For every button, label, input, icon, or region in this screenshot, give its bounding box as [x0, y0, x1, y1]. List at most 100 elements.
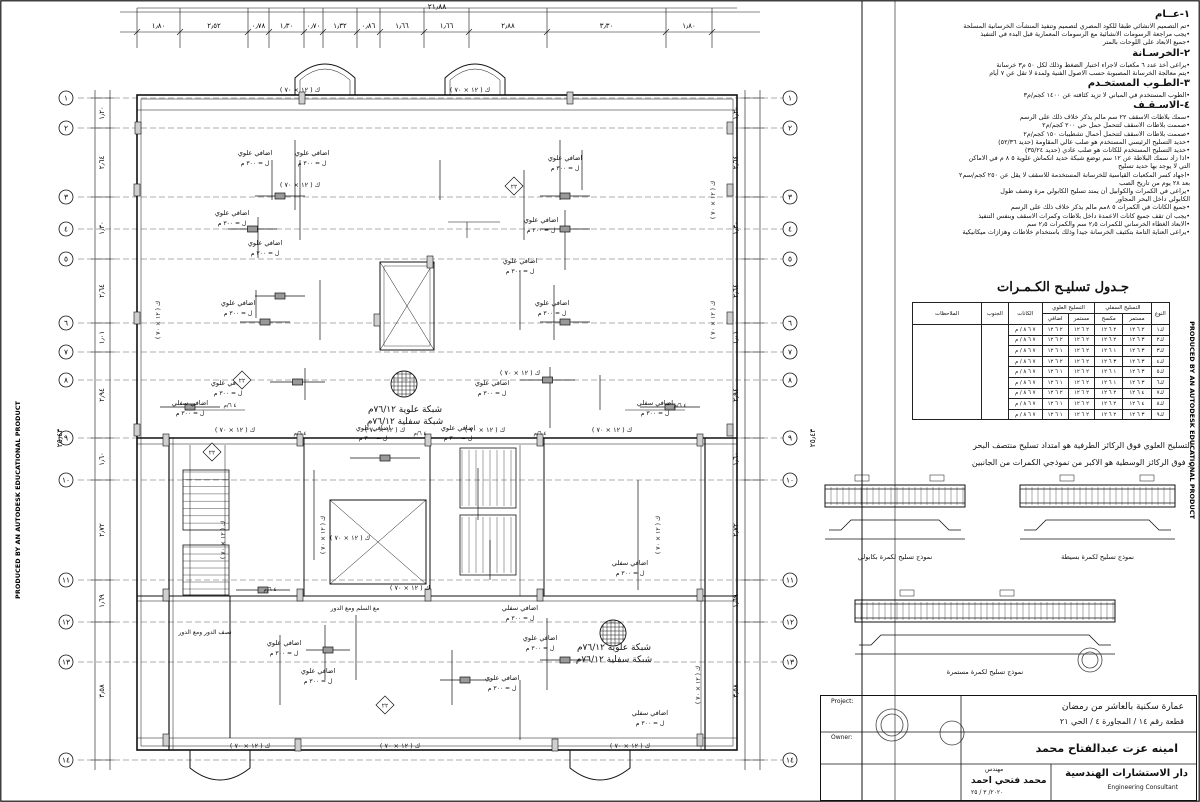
- extra-bottom-label: اضافي سفلي: [612, 559, 648, 567]
- grid-bubble-label: ٥: [64, 255, 68, 264]
- grid-bubble-label: ١٣: [62, 658, 70, 667]
- length-label: ل = ٣٠٠ م: [527, 227, 556, 234]
- grid-bubble: [782, 251, 798, 267]
- schedule-cell: ٢ ٦ ١٢: [1122, 324, 1152, 336]
- watermark-right: PRODUCED BY AN AUTODESK EDUCATIONAL PROD…: [1188, 321, 1196, 519]
- grid-bubble-label: ٣: [788, 193, 792, 202]
- beam-reinforcement-schedule: النوع التسليح السفلي التسليح العلوي الكا…: [912, 302, 1171, 421]
- length-label: ل = ٣٠٠ م: [270, 650, 299, 657]
- schedule-cell: ١ ٦ ١٢: [1041, 366, 1069, 378]
- schedule-cell: ٤ ٦ ١٢: [1122, 398, 1152, 410]
- rebar-splice: [459, 676, 471, 684]
- side-dimension-label: ١٫٦٩: [98, 594, 106, 608]
- detail-section-mark: [1059, 474, 1075, 482]
- simple-detail-caption: نموذج تسليح لكمرة بسيطة: [1061, 553, 1134, 561]
- side-dimension-label: ٢٫٦٤: [98, 284, 106, 298]
- beam-label-vertical: ك ( ١٢ × ٧٠ ): [695, 666, 702, 704]
- top-dimension-chain: [120, 7, 760, 48]
- grid-bubble-label: ٤: [64, 225, 68, 234]
- length-label: ل = ٣٠٠ م: [176, 410, 205, 417]
- schedule-cell: ٢ ٦ ١٢: [1094, 324, 1124, 336]
- schedule-cell: ٣ ٦ ١٢: [1122, 366, 1152, 378]
- length-label: ل = ٣٠٠ م: [224, 310, 253, 317]
- notes-heading-slabs: ٤-الاسـقـف: [1133, 100, 1190, 112]
- side-dimension-label: ١٫٦٠: [732, 452, 740, 466]
- rebar-splice: [274, 292, 286, 300]
- beam-label-vertical: ك ( ١٢ × ٧٠ ): [655, 516, 662, 554]
- dimension-tick: [662, 28, 670, 36]
- grid-bubble: [782, 372, 798, 388]
- note-line: •يتم معالجة الخرسانة المصبوبة حسب الاصول…: [989, 68, 1190, 77]
- grid-bubble-label: ١٢: [786, 618, 794, 627]
- office-name: دار الاستشارات الهندسية: [1065, 768, 1188, 779]
- side-dimension-label: ١٫٠١: [732, 331, 740, 345]
- extra-top-label: اضافي علوي: [215, 209, 250, 217]
- grid-bubble: [782, 472, 798, 488]
- column: [294, 738, 302, 752]
- note-line: •يراعى العناية التامة بتكثيف الخرسانة جي…: [962, 228, 1190, 237]
- side-dimension-label: ١٫٢٠: [732, 106, 740, 120]
- dimension-tick: [244, 28, 252, 36]
- extra-top-label: اضافي علوي: [248, 239, 283, 247]
- beam-label-vertical: ك ( ١٢ × ٧٠ ): [155, 301, 162, 339]
- schedule-cell: ك٦: [1150, 376, 1171, 389]
- rebar-splice: [559, 656, 571, 664]
- project-name: عمارة سكنية بالعاشر من رمضان: [1061, 702, 1184, 712]
- bar-spacing-label: ٤ ٦/م: [674, 403, 687, 409]
- column: [373, 313, 381, 327]
- note-line: •الطوب المستخدم في المباني لا تزيد كثافت…: [1023, 91, 1190, 100]
- schedule-cell: ك٥: [1150, 366, 1171, 378]
- schedule-cell: ٢ ٦ ١٢: [1094, 334, 1124, 347]
- extra-top-label: اضافي علوي: [548, 154, 583, 162]
- grid-bubble-label: ٧: [788, 348, 792, 357]
- beam-label: ك ( ١٢ × ٧٠ ): [215, 426, 255, 434]
- side-dimension-label: ٢٫٧٢: [732, 523, 740, 537]
- schedule-header-bottom: التسليح السفلي: [1094, 302, 1152, 314]
- schedule-cell: ك٣: [1150, 345, 1171, 357]
- note-line: •اجهاد كسر المكعبات القياسية للخرسانة ال…: [959, 170, 1190, 179]
- schedule-cell: ٢ ٦ ١٢: [1067, 366, 1096, 378]
- project-label: Project:: [831, 698, 854, 705]
- schedule-cell: ك٤: [1150, 355, 1171, 368]
- side-dimension-label: ٢٫٩٤: [98, 388, 106, 402]
- length-label: ل = ٣٠٠ م: [538, 310, 567, 317]
- grid-bubble-label: ١٢: [62, 618, 70, 627]
- owner-name: امينه عزت عبدالفتاح محمد: [1035, 742, 1178, 755]
- grid-bubble-label: ٢: [788, 124, 792, 133]
- beam-label: ك ( ١٢ × ٧٠ ): [610, 742, 650, 750]
- extra-top-label: اضافي علوي: [475, 379, 510, 387]
- grid-bubble-label: ٥: [788, 255, 792, 264]
- grid-bubble-label: ٨: [788, 376, 792, 385]
- slab-thickness-tag: [232, 370, 252, 390]
- schedule-subheader: مستمر: [1067, 313, 1096, 325]
- schedule-cell: ك٢: [1150, 334, 1171, 347]
- dimension-tick: [376, 28, 384, 36]
- length-label: ل = ٣٠٠ م: [551, 165, 580, 172]
- note-line: •الابعاد الغطاء الخرساني للكمرات ٢٫٥ سم …: [1027, 219, 1190, 228]
- schedule-cell: ٣ ٦ ١٢: [1122, 355, 1152, 368]
- top-dimension-label: ٠٫٨٦: [362, 22, 376, 30]
- extra-top-label: اضافي علوي: [485, 674, 520, 682]
- column: [536, 588, 544, 602]
- schedule-cell: ٢ ٦ ١٢: [1067, 408, 1096, 421]
- detail-section-mark: [1139, 474, 1155, 482]
- slab-thickness-label: ٢٢: [239, 378, 245, 385]
- continuous-detail-bent-bar: [859, 634, 1111, 646]
- length-label: ل = ٣٠٠ م: [506, 268, 535, 275]
- extra-top-label: اضافي علوي: [238, 149, 273, 157]
- schedule-stirrups-cell: ٧ ٦ ٨ / م: [1007, 398, 1043, 410]
- column: [424, 588, 432, 602]
- side-dimension-label: ٢٫٦٤: [732, 155, 740, 169]
- top-dimension-label: ١٫٣٢: [333, 22, 347, 30]
- grid-bubble-label: ١٣: [786, 658, 794, 667]
- schedule-cell: ٣ ٦ ١٢: [1122, 408, 1152, 421]
- grid-bubble: [58, 430, 74, 446]
- slab-thickness-tag: [375, 695, 395, 715]
- extra-top-label: اضافي علوي: [535, 299, 570, 307]
- side-dimension-label: ١٫٦٠: [98, 452, 106, 466]
- note-line: بعد ٢٨ يوم من تاريخ الصب: [1119, 178, 1190, 187]
- beam-label: ك ( ١٢ × ٧٠ ): [365, 426, 405, 434]
- grid-bubble: [782, 120, 798, 136]
- dimension-tick: [708, 28, 716, 36]
- notes-heading-concrete: ٢-الخرسـانة: [1132, 47, 1190, 59]
